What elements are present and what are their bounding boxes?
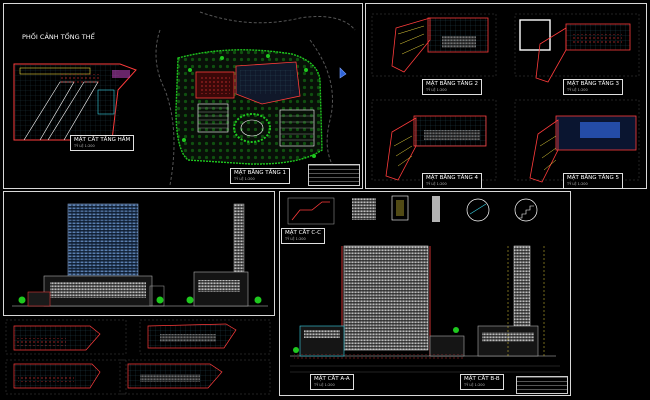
- floor-4-title: MẶT BẰNG TẦNG 4: [426, 175, 479, 181]
- floor-plan-3: [514, 13, 640, 83]
- floor-3-label: MẶT BẰNG TẦNG 3 TỶ LỆ 1:200: [563, 79, 624, 95]
- ground-floor-plan: [175, 49, 323, 165]
- section-b-b-label: MẶT CẮT B-B TỶ LỆ 1:200: [460, 374, 504, 390]
- section-leader-lines: [290, 365, 560, 373]
- side-elevation: [186, 203, 262, 307]
- basement-plan: [13, 63, 137, 141]
- basement-section-scale: TỶ LỆ 1:200: [74, 144, 95, 148]
- sheet-elevations: [3, 191, 275, 316]
- floor-2-title: MẶT BẰNG TẦNG 2: [426, 81, 479, 87]
- ground-floor-label: MẶT BẰNG TẦNG 1 TỶ LỆ 1:200: [230, 168, 291, 184]
- floor-3-scale: TỶ LỆ 1:200: [567, 88, 588, 92]
- ground-floor-title: MẶT BẰNG TẦNG 1: [234, 170, 287, 176]
- floor-plan-4: [371, 99, 497, 181]
- site-perspective-title: PHỐI CẢNH TỔNG THỂ: [22, 33, 95, 41]
- north-arrow-icon: [339, 67, 347, 79]
- section-b-b-scale: TỶ LỆ 1:200: [464, 383, 485, 387]
- floor-5-scale: TỶ LỆ 1:200: [567, 182, 588, 186]
- floor-4-label: MẶT BẰNG TẦNG 4 TỶ LỆ 1:200: [422, 173, 483, 189]
- floor-2-scale: TỶ LỆ 1:200: [426, 88, 447, 92]
- title-block-sections: [516, 376, 568, 394]
- title-block-site: [308, 164, 360, 186]
- ground-floor-scale: TỶ LỆ 1:200: [234, 177, 255, 181]
- sheet-upper-floor-plans: [365, 3, 647, 189]
- floor-5-label: MẶT BẰNG TẦNG 5 TỶ LỆ 1:200: [563, 173, 624, 189]
- floor-plan-2: [371, 13, 497, 77]
- section-c-c-title: MẶT CẮT C-C: [285, 230, 321, 236]
- section-b-b-drawing: [470, 245, 556, 357]
- floor-2-label: MẶT BẰNG TẦNG 2 TỶ LỆ 1:200: [422, 79, 483, 95]
- floor-4-scale: TỶ LỆ 1:200: [426, 182, 447, 186]
- section-b-b-title: MẶT CẮT B-B: [464, 376, 500, 382]
- section-c-c-scale: TỶ LỆ 1:200: [285, 237, 306, 241]
- section-a-a-drawing: [290, 245, 470, 360]
- main-tower-elevation: [12, 203, 268, 307]
- basement-section-label: MẶT CẮT TẦNG HẦM TỶ LỆ 1:200: [70, 135, 135, 151]
- sheet-site-plan: [3, 3, 363, 189]
- section-details-row: [287, 195, 538, 225]
- basement-section-title: MẶT CẮT TẦNG HẦM: [74, 137, 131, 143]
- floor-5-title: MẶT BẰNG TẦNG 5: [567, 175, 620, 181]
- section-c-c-label: MẶT CẮT C-C TỶ LỆ 1:200: [281, 228, 325, 244]
- section-a-a-label: MẶT CẮT A-A TỶ LỆ 1:200: [310, 374, 354, 390]
- floor-plan-5: [514, 99, 640, 183]
- section-a-a-scale: TỶ LỆ 1:200: [314, 383, 335, 387]
- floor-3-title: MẶT BẰNG TẦNG 3: [567, 81, 620, 87]
- small-floor-plans: [5, 319, 271, 395]
- section-a-a-title: MẶT CẮT A-A: [314, 376, 350, 382]
- sheet-sections: [279, 191, 571, 396]
